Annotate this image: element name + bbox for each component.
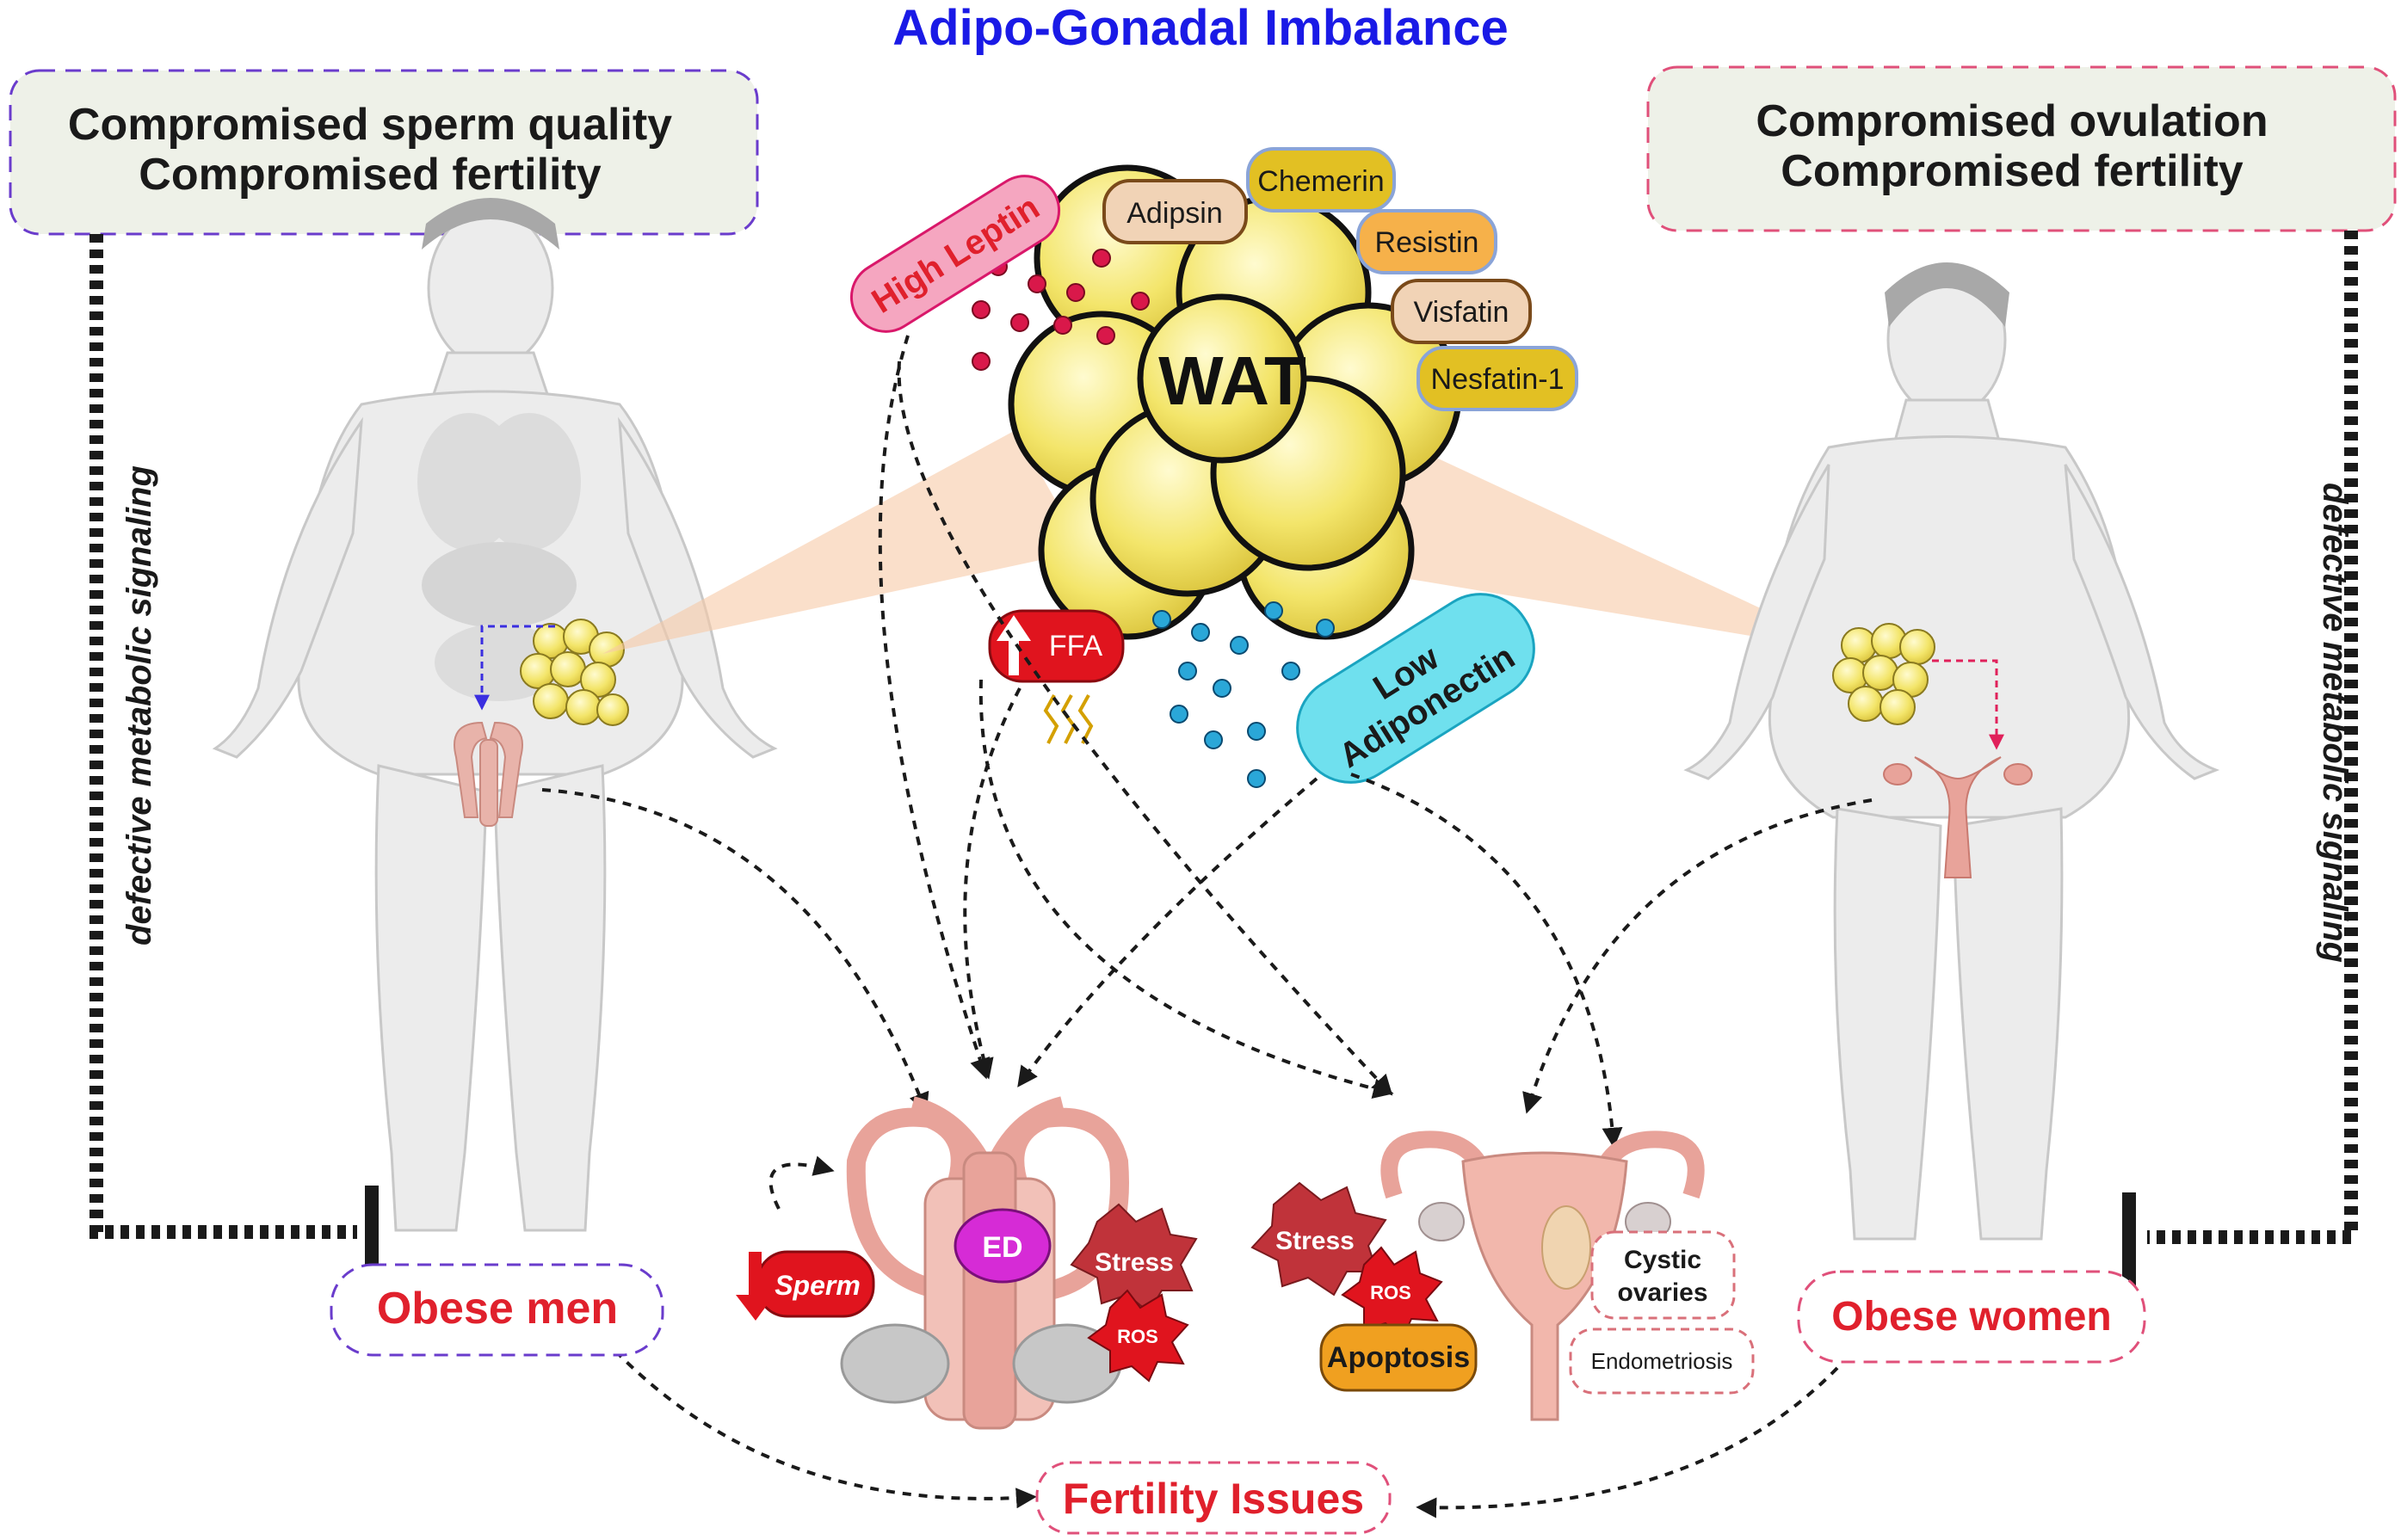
male-stress-label: Stress xyxy=(1095,1248,1174,1277)
women-outcome-box: Compromised ovulation Compromised fertil… xyxy=(1646,65,2397,232)
adipokine-nesfatin-1: Nesfatin-1 xyxy=(1417,346,1578,411)
apoptosis-badge: Apoptosis xyxy=(1319,1323,1478,1392)
female-stress-burst: Stress xyxy=(1250,1181,1387,1297)
ed-badge: ED xyxy=(954,1208,1052,1284)
male-reproductive-small xyxy=(454,721,523,827)
right-feedback-line xyxy=(2122,231,2358,1287)
sperm-down-arrow-icon xyxy=(736,1252,775,1321)
adipokine-adipsin-label: Adipsin xyxy=(1126,197,1223,230)
female-body-figure xyxy=(1683,262,2220,1241)
male-body-figure xyxy=(212,198,778,1232)
obese-men-box: Obese men xyxy=(330,1263,664,1357)
adipokine-visfatin-label: Visfatin xyxy=(1414,296,1509,329)
male-visceral-fat xyxy=(520,619,629,726)
wat-adipocyte-cluster xyxy=(1008,164,1462,640)
adipokine-chemerin-label: Chemerin xyxy=(1257,165,1384,198)
male-internal-organs xyxy=(417,413,581,701)
female-reproductive-small xyxy=(1883,756,2033,878)
fatty-acid-chains-icon xyxy=(1043,694,1094,744)
obese-men-label: Obese men xyxy=(377,1284,618,1334)
men-outcome-line-2: Compromised fertility xyxy=(139,150,601,200)
male-ros-burst: ROS xyxy=(1087,1289,1189,1383)
female-ros-burst: ROS xyxy=(1341,1246,1443,1340)
adipokine-chemerin: Chemerin xyxy=(1246,147,1396,213)
female-visceral-fat xyxy=(1832,623,1935,725)
male-stress-burst: Stress xyxy=(1070,1203,1198,1314)
women-outcome-line-1: Compromised ovulation xyxy=(1756,96,2268,146)
pathway-connectors xyxy=(541,335,1873,1518)
ffa-badge: FFA xyxy=(988,609,1125,683)
ed-label: ED xyxy=(982,1231,1022,1264)
wat-label: WAT xyxy=(1158,342,1306,419)
male-fat-to-gonad-arrow xyxy=(474,625,555,711)
endometriosis-label: Endometriosis xyxy=(1591,1348,1733,1374)
left-feedback-line xyxy=(89,234,379,1280)
adipokine-resistin-label: Resistin xyxy=(1375,226,1479,259)
adipokine-visfatin: Visfatin xyxy=(1391,279,1532,344)
apoptosis-label: Apoptosis xyxy=(1327,1341,1470,1374)
ovaries-label: ovaries xyxy=(1617,1278,1707,1307)
endometriosis-box: Endometriosis xyxy=(1569,1327,1755,1395)
right-signal-label: defective metabolic signaling xyxy=(2316,483,2354,963)
ffa-up-arrow-icon xyxy=(997,615,1031,675)
ffa-label: FFA xyxy=(1049,630,1103,662)
adipokine-nesfatin-1-label: Nesfatin-1 xyxy=(1431,363,1565,396)
sperm-badge: Sperm xyxy=(756,1250,875,1318)
sperm-label: Sperm xyxy=(775,1270,861,1301)
adiponectin-dots xyxy=(1152,601,1335,788)
adipokine-adipsin: Adipsin xyxy=(1102,179,1248,244)
female-ros-label: ROS xyxy=(1370,1282,1411,1303)
women-outcome-line-2: Compromised fertility xyxy=(1781,146,2243,196)
adipokine-resistin: Resistin xyxy=(1356,209,1497,274)
obese-women-box: Obese women xyxy=(1797,1270,2146,1364)
female-fat-to-gonad-arrow xyxy=(1932,659,2004,750)
cystic-label: Cystic xyxy=(1624,1246,1701,1274)
male-ros-label: ROS xyxy=(1117,1326,1158,1347)
fertility-issues-box: Fertility Issues xyxy=(1035,1461,1392,1535)
female-stress-label: Stress xyxy=(1275,1227,1355,1255)
male-zoom-cone xyxy=(602,430,1084,654)
left-signal-label: defective metabolic signaling xyxy=(120,465,158,946)
fertility-issues-label: Fertility Issues xyxy=(1063,1475,1364,1523)
men-outcome-box: Compromised sperm quality Compromised fe… xyxy=(9,69,759,236)
obese-women-label: Obese women xyxy=(1831,1294,2111,1340)
cystic-ovaries-box: Cystic ovaries xyxy=(1590,1230,1736,1320)
page-title: Adipo-Gonadal Imbalance xyxy=(892,0,1508,56)
men-outcome-line-1: Compromised sperm quality xyxy=(68,100,672,150)
female-zoom-cone xyxy=(1342,430,1859,654)
